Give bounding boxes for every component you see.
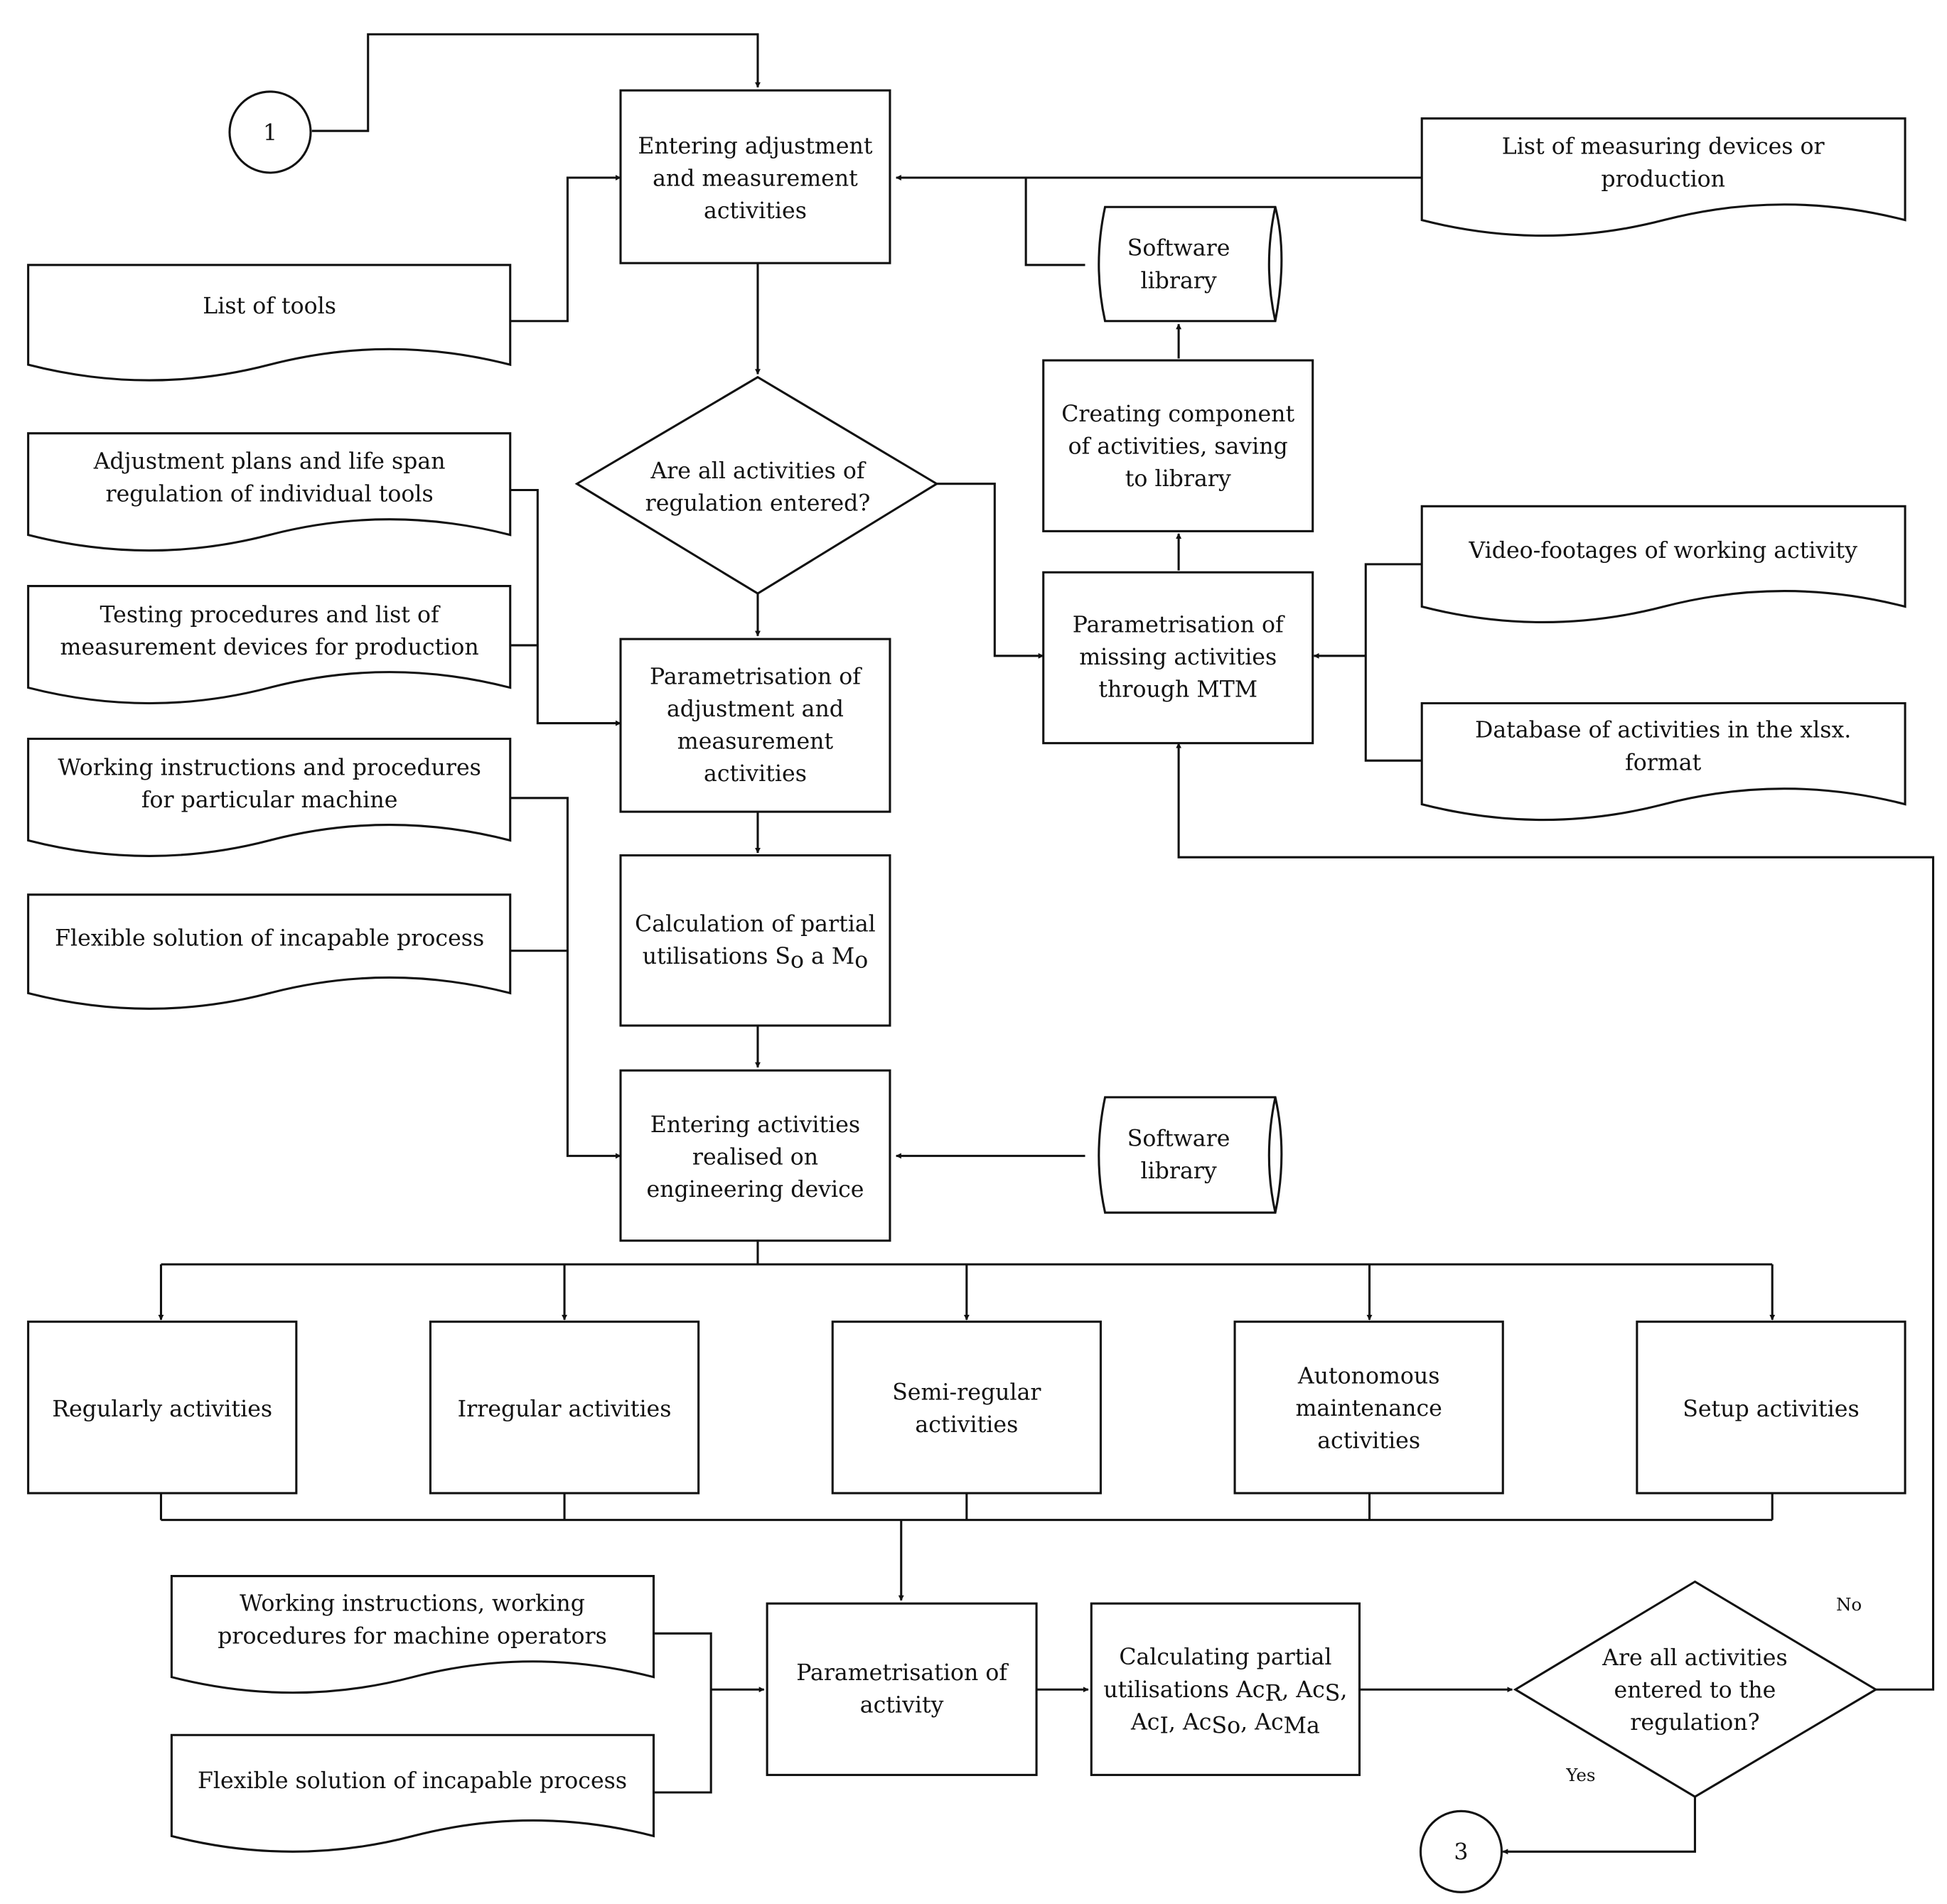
svg-text:Irregular activities: Irregular activities: [458, 1397, 672, 1422]
svg-text:Flexible solution of incapable: Flexible solution of incapable process: [55, 926, 484, 952]
activity-type-setup: Setup activities: [1636, 1321, 1906, 1495]
svg-text:Calculating partial: Calculating partial: [1119, 1645, 1331, 1670]
svg-text:Database of activities in the: Database of activities in the xlsx.forma…: [1475, 718, 1851, 776]
end-connector-label: 3: [1454, 1840, 1468, 1866]
start-connector-label: 1: [263, 120, 277, 146]
connector-lines: [158, 33, 1935, 1855]
svg-text:Setup activities: Setup activities: [1683, 1397, 1859, 1422]
decision-no-label: No: [1836, 1594, 1862, 1615]
activity-type-regularly: Regularly activities: [27, 1321, 298, 1495]
decision-yes-label: Yes: [1565, 1765, 1595, 1785]
calculation-partial-box: Calculation of partial utilisations So a…: [619, 854, 891, 1027]
svg-text:Calculation of partial: Calculation of partial: [635, 912, 876, 937]
document-video-footages: Video-footages of working activity: [1420, 505, 1906, 623]
svg-text:utilisations AcR, AcS,: utilisations AcR, AcS,: [1103, 1677, 1347, 1706]
svg-text:AcI, AcSo, AcMa: AcI, AcSo, AcMa: [1130, 1709, 1320, 1738]
activity-type-irregular: Irregular activities: [429, 1321, 700, 1495]
calculating-partial-ac-box: Calculating partial utilisations AcR, Ac…: [1090, 1602, 1361, 1776]
svg-text:List of tools: List of tools: [203, 294, 336, 319]
document-flexible-solution-2: Flexible solution of incapable process: [170, 1733, 655, 1853]
document-database-xlsx: Database of activities in the xlsx.forma…: [1420, 701, 1906, 822]
svg-text:Flexible solution of incapable: Flexible solution of incapable process: [198, 1768, 627, 1794]
svg-text:utilisations So a Mo: utilisations So a Mo: [643, 944, 869, 973]
svg-text:Regularly activities: Regularly activities: [52, 1397, 272, 1422]
document-flexible-solution-1: Flexible solution of incapable process: [27, 893, 512, 1010]
start-connector: 1: [228, 90, 312, 174]
svg-text:Video-footages of working acti: Video-footages of working activity: [1468, 538, 1857, 564]
svg-text:Testing procedures and list of: Testing procedures and list ofmeasuremen…: [60, 602, 479, 660]
end-connector: 3: [1419, 1809, 1503, 1893]
svg-text:Adjustment plans and life span: Adjustment plans and life spanregulation…: [93, 449, 446, 507]
document-list-of-tools: List of tools: [27, 264, 512, 382]
